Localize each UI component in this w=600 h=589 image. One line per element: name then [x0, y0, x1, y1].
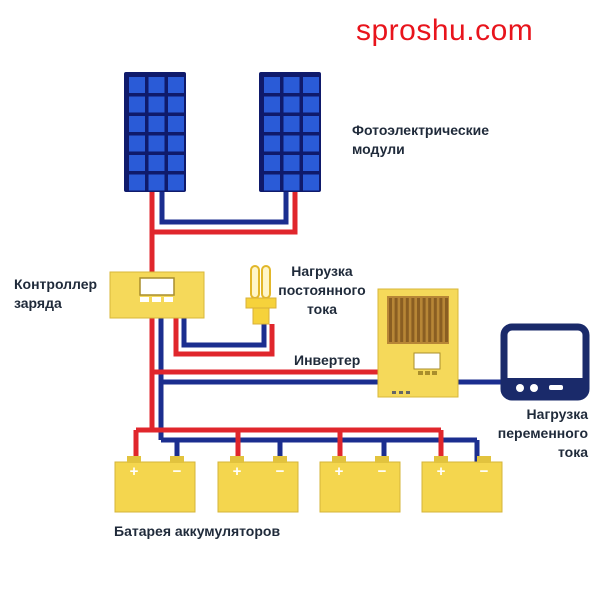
panel-cell [129, 135, 145, 152]
inverter-vent-slot [389, 298, 392, 342]
battery-minus-sign: − [480, 463, 489, 480]
inverter-vent-slot [405, 298, 409, 342]
panel-cell [264, 77, 280, 93]
ac-load-tv-icon [500, 323, 590, 401]
inverter-vent-slot [439, 298, 443, 342]
panel-cell [303, 155, 319, 171]
inverter-vent-slot [422, 298, 426, 342]
battery-minus-sign: − [173, 463, 182, 480]
solar-panel-left [124, 72, 186, 192]
panel-cell [129, 155, 145, 171]
panel-cell [148, 174, 165, 191]
battery-plus-sign: + [233, 463, 242, 480]
panel-cell [303, 77, 319, 93]
panel-cell [303, 96, 319, 113]
panel-cells-left [129, 77, 184, 191]
panel-cell [264, 174, 280, 191]
panel-cell [283, 96, 300, 113]
panel-cell [129, 174, 145, 191]
panel-cells-right [264, 77, 319, 191]
inverter-vents [389, 298, 448, 342]
battery-2: +− [217, 456, 299, 513]
inverter-vent-slot [445, 298, 448, 342]
inverter-vent-slot [400, 298, 404, 342]
panel-cell [283, 155, 300, 171]
panel-cell [168, 96, 184, 113]
panel-cell [303, 174, 319, 191]
label-charge-controller: Контроллер заряда [14, 276, 98, 311]
inverter-vent-slot [433, 298, 437, 342]
panel-cell [283, 174, 300, 191]
panel-cell [148, 116, 165, 132]
watermark-text: sproshu.com [356, 14, 534, 47]
inverter-vent-slot [394, 298, 398, 342]
panel-cell [148, 77, 165, 93]
battery-plus-sign: + [335, 463, 344, 480]
panel-cell [283, 116, 300, 132]
label-pv-modules: Фотоэлектрические модули [352, 122, 490, 157]
solar-panel-right [259, 72, 321, 192]
panel-cell [168, 135, 184, 152]
wire-controller-dcload-negative [181, 318, 267, 348]
battery-4: +− [421, 456, 503, 513]
panel-cell [264, 96, 280, 113]
negative-wires [158, 192, 510, 462]
battery-plus-sign: + [437, 463, 446, 480]
inverter-vent-slot [411, 298, 415, 342]
battery-plus-sign: + [130, 463, 139, 480]
panel-cell [129, 96, 145, 113]
wire-panels-positive [149, 192, 298, 235]
dc-load-bulb-icon [245, 265, 277, 325]
panel-cell [129, 77, 145, 93]
panel-cell [148, 155, 165, 171]
battery-bank: +−+−+−+− [114, 456, 503, 513]
battery-minus-sign: − [378, 463, 387, 480]
battery-1: +− [114, 456, 196, 513]
battery-minus-sign: − [276, 463, 285, 480]
wire-panels-negative [159, 192, 289, 225]
label-inverter: Инвертер [294, 352, 361, 368]
panel-cell [264, 116, 280, 132]
panel-cell [148, 135, 165, 152]
inverter-vent-slot [417, 298, 420, 342]
battery-3: +− [319, 456, 401, 513]
panel-cell [283, 77, 300, 93]
panel-cell [303, 116, 319, 132]
panel-cell [148, 96, 165, 113]
wire-controller-dcload-positive [173, 318, 275, 357]
inverter-device [377, 288, 459, 398]
panel-cell [168, 155, 184, 171]
panel-cell [168, 77, 184, 93]
panel-cell [264, 155, 280, 171]
panel-cell [264, 135, 280, 152]
label-battery-bank: Батарея аккумуляторов [114, 523, 281, 539]
panel-cell [303, 135, 319, 152]
label-ac-load: Нагрузка переменного тока [497, 406, 588, 460]
panel-cell [283, 135, 300, 152]
panel-cell [168, 116, 184, 132]
panel-cell [168, 174, 184, 191]
charge-controller-device [109, 271, 205, 319]
inverter-vent-slot [428, 298, 432, 342]
panel-cell [129, 116, 145, 132]
label-dc-load: Нагрузка постоянного тока [278, 263, 366, 317]
